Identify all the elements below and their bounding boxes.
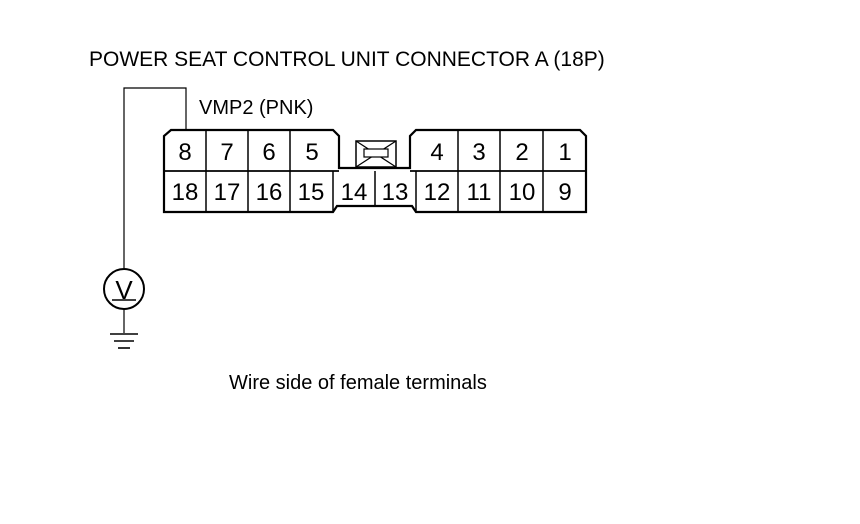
pin-2: 2 [515, 139, 528, 166]
pin-13: 13 [382, 179, 409, 206]
pin-9: 9 [558, 179, 571, 206]
connector-dividers-bottom [205, 171, 544, 212]
connector-lock-tab-icon [355, 140, 397, 168]
pin-6: 6 [262, 139, 275, 166]
wire-label: VMP2 (PNK) [199, 97, 313, 119]
pin-11: 11 [467, 179, 492, 206]
pin-17: 17 [214, 179, 241, 206]
ground-icon [110, 333, 138, 349]
voltmeter-symbol: V [115, 275, 133, 305]
voltmeter-icon: V [103, 268, 145, 333]
pin-16: 16 [256, 179, 283, 206]
pins-top-right: 4 3 2 1 [430, 139, 571, 166]
pins-top-left: 8 7 6 5 [178, 139, 318, 166]
pin-7: 7 [220, 139, 233, 166]
pin-18: 18 [172, 179, 199, 206]
pin-3: 3 [472, 139, 485, 166]
pin-4: 4 [430, 139, 443, 166]
pin-12: 12 [424, 179, 451, 206]
connector-outline [162, 128, 588, 214]
pin-1: 1 [558, 139, 571, 166]
pin-15: 15 [298, 179, 325, 206]
diagram-title: POWER SEAT CONTROL UNIT CONNECTOR A (18P… [89, 48, 605, 71]
pins-bottom: 18 17 16 15 14 13 12 11 10 9 [172, 179, 572, 206]
pin-5: 5 [305, 139, 318, 166]
connector-dividers-top [205, 130, 544, 171]
pin-8: 8 [178, 139, 191, 166]
pin-10: 10 [509, 179, 536, 206]
pin-14: 14 [341, 179, 368, 206]
probe-wire [123, 87, 187, 268]
view-caption: Wire side of female terminals [229, 372, 487, 394]
